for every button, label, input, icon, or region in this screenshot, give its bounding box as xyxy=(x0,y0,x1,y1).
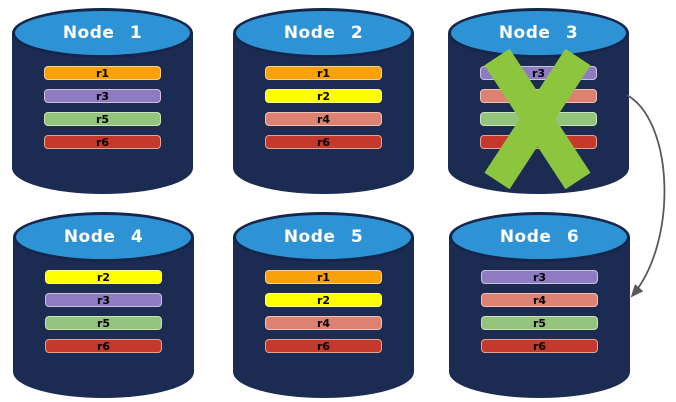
replica-list: r1 r2 r4 r6 xyxy=(233,66,414,149)
replica-label: r3 xyxy=(96,293,111,307)
replica-bar: r3 xyxy=(480,66,597,80)
replica-label: r6 xyxy=(316,339,331,353)
replica-bar: r2 xyxy=(265,293,382,307)
replica-list: r2 r3 r5 r6 xyxy=(13,270,194,353)
replica-bar: r4 xyxy=(265,112,382,126)
replica-list: r3 r4 r5 r6 xyxy=(449,270,630,353)
cylinder-top: Node 1 xyxy=(12,8,193,58)
replica-label: r2 xyxy=(96,270,111,284)
replica-label: r3 xyxy=(532,270,547,284)
failover-arrow-icon xyxy=(626,94,666,298)
node-title: Node 4 xyxy=(63,227,144,247)
replica-label: r1 xyxy=(95,66,110,80)
replica-label: r5 xyxy=(532,316,547,330)
replica-bar: r5 xyxy=(44,112,161,126)
replica-bar xyxy=(480,112,597,126)
node-title: Node 1 xyxy=(62,23,143,43)
node-title: Node 2 xyxy=(283,23,364,43)
replica-label: r6 xyxy=(96,339,111,353)
node-5: Node 5 r1 r2 r4 r6 xyxy=(233,212,414,398)
replica-bar: r6 xyxy=(265,135,382,149)
replica-bar: r6 xyxy=(265,339,382,353)
replica-list: r1 r3 r5 r6 xyxy=(12,66,193,149)
replica-label: r1 xyxy=(316,270,331,284)
replica-bar: r6 xyxy=(45,339,162,353)
replica-bar: r5 xyxy=(481,316,598,330)
node-2: Node 2 r1 r2 r4 r6 xyxy=(233,8,414,194)
node-title: Node 5 xyxy=(283,227,364,247)
replica-label: r3 xyxy=(531,66,546,80)
node-title: Node 6 xyxy=(499,227,580,247)
node-3: Node 3 r3 xyxy=(448,8,629,194)
replica-bar xyxy=(480,135,597,149)
replica-bar: r1 xyxy=(44,66,161,80)
replica-label: r4 xyxy=(532,293,547,307)
replica-label: r4 xyxy=(316,316,331,330)
replica-label: r5 xyxy=(96,316,111,330)
cylinder-top: Node 2 xyxy=(233,8,414,58)
replica-bar: r6 xyxy=(481,339,598,353)
replica-label: r2 xyxy=(316,293,331,307)
replica-list: r1 r2 r4 r6 xyxy=(233,270,414,353)
replica-label: r2 xyxy=(316,89,331,103)
replica-label: r6 xyxy=(316,135,331,149)
replica-bar: r5 xyxy=(45,316,162,330)
replica-bar: r4 xyxy=(265,316,382,330)
replica-bar: r1 xyxy=(265,270,382,284)
node-4: Node 4 r2 r3 r5 r6 xyxy=(13,212,194,398)
replica-bar: r3 xyxy=(45,293,162,307)
replica-label: r5 xyxy=(95,112,110,126)
replica-bar: r3 xyxy=(481,270,598,284)
replica-bar: r1 xyxy=(265,66,382,80)
replica-label: r3 xyxy=(95,89,110,103)
replica-label: r6 xyxy=(95,135,110,149)
replica-bar: r3 xyxy=(44,89,161,103)
replica-bar: r4 xyxy=(481,293,598,307)
replica-label: r4 xyxy=(316,112,331,126)
replica-bar: r2 xyxy=(45,270,162,284)
replica-bar: r2 xyxy=(265,89,382,103)
cylinder-top: Node 4 xyxy=(13,212,194,262)
replica-bar: r6 xyxy=(44,135,161,149)
replica-label: r1 xyxy=(316,66,331,80)
node-6: Node 6 r3 r4 r5 r6 xyxy=(449,212,630,398)
replica-bar xyxy=(480,89,597,103)
node-1: Node 1 r1 r3 r5 r6 xyxy=(12,8,193,194)
cylinder-top: Node 3 xyxy=(448,8,629,58)
cylinder-top: Node 5 xyxy=(233,212,414,262)
node-title: Node 3 xyxy=(498,23,579,43)
cylinder-top: Node 6 xyxy=(449,212,630,262)
replica-list: r3 xyxy=(448,66,629,149)
replica-label: r6 xyxy=(532,339,547,353)
